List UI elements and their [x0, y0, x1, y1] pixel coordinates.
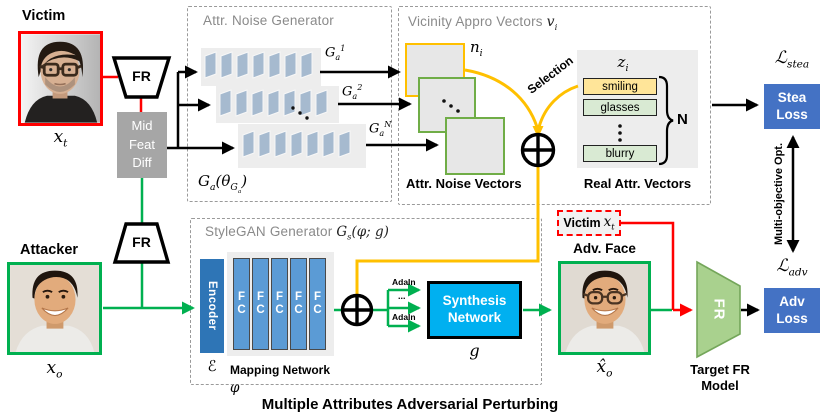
fc3-c: C	[275, 304, 284, 316]
fr-label-attacker: FR	[132, 234, 151, 250]
stea-loss-line2: Loss	[776, 106, 808, 122]
target-fr-label-line2: Model	[701, 377, 739, 393]
fc4-c: C	[294, 304, 303, 316]
adv-loss-line1: Adv	[779, 294, 805, 310]
adain-dots: ...	[398, 291, 406, 301]
victim-tag-text: Victim	[563, 216, 601, 230]
adv-loss-line2: Loss	[776, 310, 808, 326]
victim-x-label: xt	[53, 127, 68, 150]
mapping-network-label: Mapping Network φ	[230, 361, 340, 397]
mid-feat-diff-line1: Mid	[131, 117, 153, 133]
noise-vector-square-3	[445, 117, 505, 175]
attr-noise-vectors-label: Attr. Noise Vectors	[406, 176, 522, 191]
victim-label: Victim	[22, 8, 66, 24]
victim-tag-math: xt	[603, 214, 615, 232]
attacker-label: Attacker	[20, 242, 79, 258]
target-fr-label-line1: Target FR	[690, 362, 750, 377]
noise-layer-panel-2	[216, 86, 339, 123]
fc2-f: F	[256, 290, 265, 303]
zi-label: zi	[617, 53, 629, 74]
attacker-photo	[7, 262, 102, 355]
synthesis-line2: Network	[447, 310, 502, 325]
encoder-box: Encoder	[200, 259, 224, 353]
synthesis-line1: Synthesis	[442, 293, 507, 309]
adv-face-photo	[558, 261, 651, 355]
adv-face-label: Adv. Face	[573, 241, 636, 256]
target-fr-text: FR	[710, 298, 727, 321]
fc2-c: C	[256, 304, 265, 316]
target-fr-box: FR	[697, 262, 740, 357]
ga1-label: Ga1	[325, 44, 346, 62]
multi-objective-label: Multi-objective Opt.	[773, 142, 785, 246]
attr-chip-smiling: smiling	[583, 78, 657, 95]
fc4-f: F	[294, 290, 303, 303]
adv-x-label: x̂o	[596, 357, 613, 380]
vicinity-appro-vectors-box	[398, 6, 711, 205]
real-attr-vectors-label: Real Attr. Vectors	[583, 176, 692, 191]
victim-tag-box: Victim xt	[557, 210, 621, 236]
g-label: g	[469, 341, 480, 360]
fr-label-victim: FR	[132, 68, 151, 84]
stylegan-title: StyleGAN Generator Gs(φ; g)	[205, 223, 389, 242]
noise-layer-panel-3	[238, 124, 366, 168]
adv-loss-math-label: ℒadv	[776, 256, 808, 279]
fc1-c: C	[237, 304, 246, 316]
synthesis-network-box: Synthesis Network	[427, 281, 522, 339]
victim-face-illustration	[21, 34, 100, 123]
vicinity-title: Vicinity Appro Vectors vi	[408, 13, 557, 33]
stea-loss-math-label: ℒstea	[774, 48, 810, 71]
attr-noise-generator-title: Attr. Noise Generator	[203, 13, 335, 28]
stylegan-title-text: StyleGAN Generator	[205, 224, 337, 239]
mid-feat-diff-box: Mid Feat Diff	[117, 112, 167, 178]
attacker-x-label: xo	[46, 358, 63, 381]
target-fr-label: Target FR Model	[688, 362, 752, 393]
adv-loss-box: Adv Loss	[764, 288, 820, 333]
adain-label-top: AdaIn	[392, 277, 416, 287]
phi-label: φ	[230, 380, 240, 396]
fc5-c: C	[313, 304, 322, 316]
fc5-f: F	[313, 290, 322, 303]
ga2-label: Ga2	[342, 83, 363, 101]
attr-chip-glasses: glasses	[583, 99, 657, 116]
adv-face-illustration	[561, 264, 648, 352]
noise-layer-panel-1	[201, 48, 321, 86]
mid-feat-diff-line2: Feat	[128, 136, 155, 152]
ni-label: ni	[470, 38, 483, 59]
mapping-network-text: Mapping Network	[230, 363, 331, 377]
mid-feat-diff-line3: Diff	[132, 155, 152, 171]
stylegan-title-math: Gs(φ; g)	[336, 224, 389, 242]
attr-chip-blurry: blurry	[583, 145, 657, 162]
gaN-label: GaN	[369, 120, 392, 138]
figure-caption: Multiple Attributes Adversarial Perturbi…	[261, 396, 559, 413]
fc3-f: F	[275, 290, 284, 303]
vicinity-title-math: vi	[546, 14, 558, 33]
fc1-f: F	[237, 290, 246, 303]
attacker-face-illustration	[10, 265, 99, 352]
victim-photo	[18, 31, 103, 126]
stea-loss-line1: Stea	[777, 90, 807, 106]
stea-loss-box: Stea Loss	[764, 84, 820, 129]
generator-params-label: Ga(θGa)	[198, 172, 248, 195]
adain-label-bottom: AdaIn	[392, 312, 416, 322]
epsilon-label: ℰ	[207, 357, 217, 375]
vicinity-title-text: Vicinity Appro Vectors	[408, 14, 547, 29]
n-count-label: N	[677, 111, 688, 128]
